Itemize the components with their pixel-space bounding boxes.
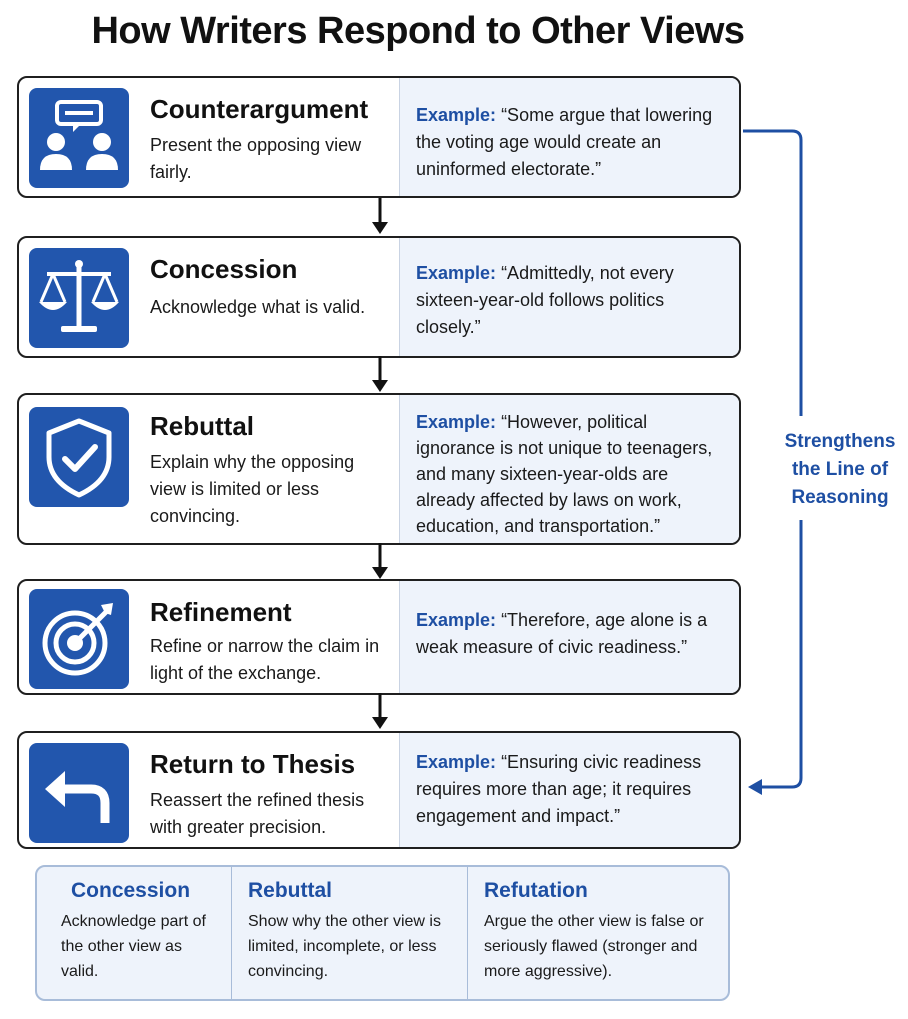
example-label: Example: (416, 105, 497, 125)
step-title: Counterargument (150, 94, 369, 124)
example-text: “Ensuring civic readiness requires more … (416, 752, 702, 826)
example-label: Example: (416, 412, 497, 432)
step-title: Rebuttal (150, 411, 254, 441)
step-counterargument: Counterargument Present the opposing vie… (17, 76, 741, 198)
example-text: “Therefore, age alone is a weak measure … (416, 610, 708, 657)
step-description: Refine or narrow the claim in light of t… (150, 636, 380, 683)
example-panel: Example: “Therefore, age alone is a weak… (399, 581, 739, 693)
down-arrow-icon (372, 356, 388, 392)
return-arrow-icon (29, 743, 129, 843)
example-text: “However, political ignorance is not uni… (416, 412, 713, 536)
example-label: Example: (416, 263, 497, 283)
step-return-to-thesis: Return to Thesis Reassert the refined th… (17, 731, 741, 849)
page-title: How Writers Respond to Other Views (91, 10, 745, 52)
example-panel: Example: “Admittedly, not every sixteen-… (399, 238, 739, 356)
step-refinement: Refinement Refine or narrow the claim in… (17, 579, 741, 695)
step-description: Reassert the refined thesis with greater… (150, 790, 365, 837)
step-title: Return to Thesis (150, 749, 356, 779)
definition-text: Argue the other view is false or serious… (484, 913, 704, 980)
feedback-bracket-connector (743, 129, 803, 795)
example-label: Example: (416, 610, 497, 630)
step-description: Acknowledge what is valid. (150, 297, 366, 317)
down-arrow-icon (372, 543, 388, 579)
down-arrow-icon (372, 693, 388, 729)
example-panel: Example: “However, political ignorance i… (399, 395, 739, 543)
step-concession: Concession Acknowledge what is valid. Ex… (17, 236, 741, 358)
definitions-box: Concession Acknowledge part of the other… (35, 865, 730, 1001)
down-arrow-icon (372, 198, 388, 234)
side-label: Strengthens the Line of Reasoning (772, 428, 908, 512)
definition-text: Show why the other view is limited, inco… (248, 913, 441, 980)
scales-icon (29, 248, 129, 348)
definition-refutation: Refutation Argue the other view is false… (467, 867, 728, 999)
people-discussion-icon (29, 88, 129, 188)
example-panel: Example: “Ensuring civic readiness requi… (399, 733, 739, 847)
example-label: Example: (416, 752, 497, 772)
step-title: Refinement (150, 597, 292, 627)
shield-check-icon (29, 407, 129, 507)
example-panel: Example: “Some argue that lowering the v… (399, 78, 739, 196)
definition-rebuttal: Rebuttal Show why the other view is limi… (231, 867, 467, 999)
target-arrow-icon (29, 589, 129, 689)
definition-term: Concession (71, 879, 191, 902)
example-text: “Admittedly, not every sixteen-year-old … (416, 263, 674, 337)
step-rebuttal: Rebuttal Explain why the opposing view i… (17, 393, 741, 545)
step-description: Present the opposing view fairly. (150, 135, 362, 182)
example-text: “Some argue that lowering the voting age… (416, 105, 713, 179)
step-title: Concession (150, 254, 298, 284)
definition-term: Refutation (484, 879, 588, 902)
step-description: Explain why the opposing view is limited… (150, 452, 355, 526)
definition-concession: Concession Acknowledge part of the other… (45, 867, 231, 999)
definition-text: Acknowledge part of the other view as va… (61, 913, 206, 980)
definition-term: Rebuttal (248, 879, 332, 902)
